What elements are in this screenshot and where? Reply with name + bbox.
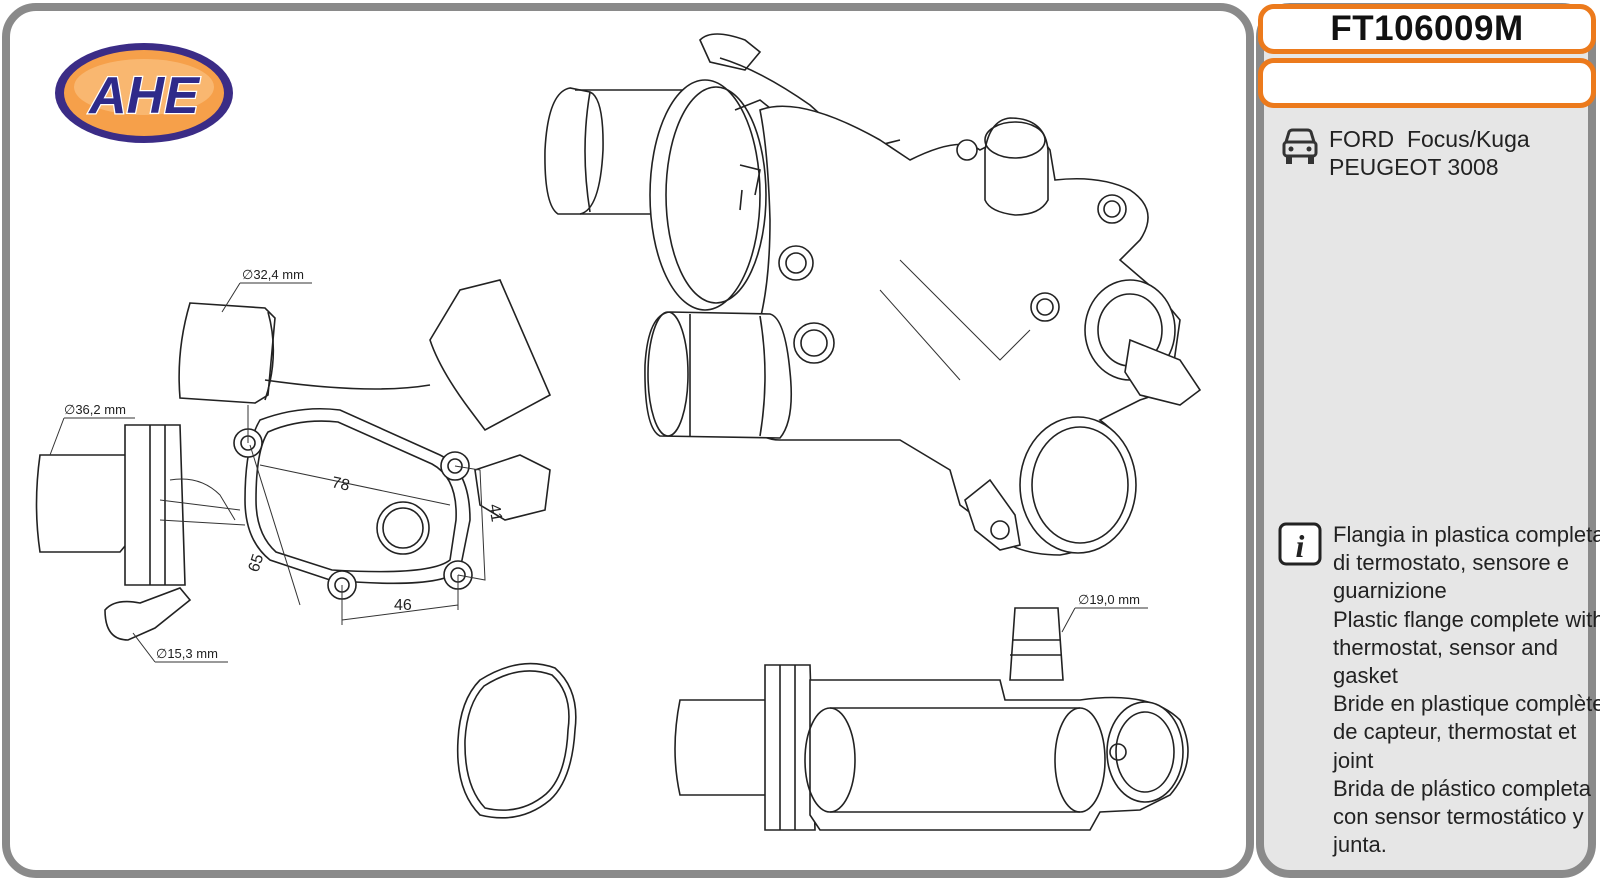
- dimension-label: 46: [394, 597, 412, 614]
- gasket-outline: [456, 662, 577, 819]
- dimension-label: ∅36,2 mm: [64, 402, 126, 417]
- dimension-label: ∅32,4 mm: [242, 267, 304, 282]
- part-code: FT106009M: [1330, 9, 1524, 48]
- dimension-label: 65: [246, 552, 268, 574]
- info-panel: [1256, 3, 1596, 878]
- side-view: ∅19,0 mm: [674, 592, 1189, 831]
- dimension-label: ∅15,3 mm: [156, 646, 218, 661]
- isometric-view: [544, 33, 1202, 556]
- car-front-icon: [1282, 128, 1318, 164]
- dimension-label: ∅19,0 mm: [1078, 592, 1140, 607]
- svg-text:i: i: [1296, 528, 1305, 564]
- vehicle-line-1: FORD Focus/Kuga: [1329, 126, 1530, 152]
- description-line: de capteur, thermostat et: [1333, 719, 1577, 745]
- description-line: Bride en plastique complète: [1333, 691, 1600, 717]
- info-icon: i: [1278, 522, 1322, 566]
- description-line: con sensor termostático y: [1333, 804, 1584, 830]
- technical-drawing: ∅32,4 mm ∅36,2 mm ∅15,3 mm 78 41 65 46 ∅…: [35, 33, 1202, 831]
- product-description: Flangia in plastica completa di termosta…: [1333, 521, 1600, 859]
- logo-text: AHE: [87, 67, 200, 125]
- description-line: Flangia in plastica completa: [1333, 522, 1600, 547]
- description-line: thermostat, sensor and: [1333, 634, 1559, 660]
- description-line: Plastic flange complete with: [1333, 606, 1600, 632]
- description-line: gasket: [1333, 663, 1398, 689]
- vehicle-line-2: PEUGEOT 3008: [1329, 154, 1499, 180]
- secondary-code-box: [1258, 58, 1596, 108]
- dimensioned-view: ∅32,4 mm ∅36,2 mm ∅15,3 mm 78 41 65 46: [35, 267, 552, 663]
- dimension-label: 78: [330, 474, 351, 494]
- description-line: di termostato, sensore e: [1333, 550, 1570, 576]
- dimension-label: 41: [485, 503, 505, 524]
- description-line: guarnizione: [1333, 578, 1447, 604]
- description-line: junta.: [1333, 832, 1387, 858]
- description-line: joint: [1333, 747, 1374, 773]
- part-code-box: FT106009M: [1258, 4, 1596, 54]
- ahe-logo: AHE: [55, 43, 233, 143]
- description-line: Brida de plástico completa: [1333, 775, 1592, 801]
